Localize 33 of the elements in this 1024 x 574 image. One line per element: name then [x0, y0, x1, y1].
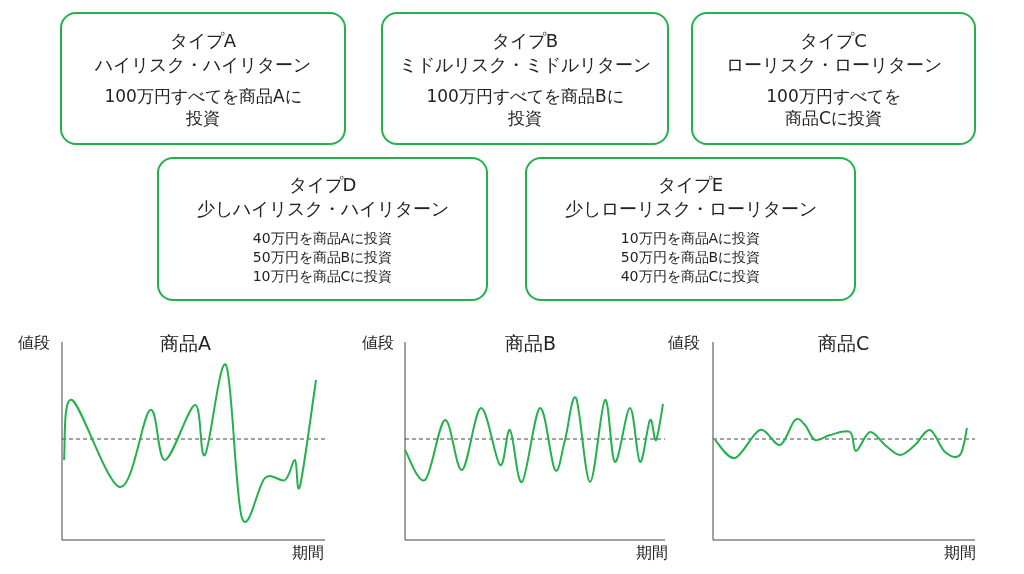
card-description: 40万円を商品Cに投資	[620, 266, 761, 286]
chart-title: 商品A	[160, 331, 211, 356]
type-card	[691, 12, 976, 145]
chart-title: 商品B	[505, 331, 557, 356]
card-title: タイプA	[169, 28, 237, 53]
axis-label: 期間	[292, 543, 324, 564]
axis-label: 値段	[362, 333, 394, 354]
card-description: 50万円を商品Bに投資	[252, 247, 393, 267]
type-card	[157, 157, 488, 301]
card-description: 40万円を商品Aに投資	[252, 228, 393, 248]
type-card	[525, 157, 856, 301]
axis-label: 期間	[636, 543, 668, 564]
card-subtitle: ミドルリスク・ミドルリターン	[399, 52, 651, 77]
card-subtitle: 少しローリスク・ローリターン	[564, 196, 817, 221]
axis-label: 値段	[18, 333, 50, 354]
card-description: 50万円を商品Bに投資	[620, 247, 761, 267]
card-subtitle: ハイリスク・ハイリターン	[95, 52, 311, 77]
card-subtitle: 少しハイリスク・ハイリターン	[196, 196, 449, 221]
card-description: 10万円を商品Aに投資	[620, 228, 761, 248]
card-subtitle: ローリスク・ローリターン	[725, 52, 942, 77]
card-title: タイプD	[288, 172, 357, 197]
card-description: 100万円すべてを商品Cに投資	[765, 84, 902, 129]
axis-label: 値段	[668, 333, 700, 354]
type-card	[381, 12, 669, 145]
type-card	[60, 12, 346, 145]
card-description: 10万円を商品Cに投資	[252, 266, 393, 286]
card-description: 100万円すべてを商品Bに投資	[425, 84, 625, 129]
card-title: タイプC	[800, 28, 867, 53]
card-description: 100万円すべてを商品Aに投資	[103, 84, 303, 129]
chart-title: 商品C	[818, 331, 870, 356]
card-title: タイプB	[491, 28, 559, 53]
axis-label: 期間	[944, 543, 976, 564]
card-title: タイプE	[657, 172, 724, 197]
